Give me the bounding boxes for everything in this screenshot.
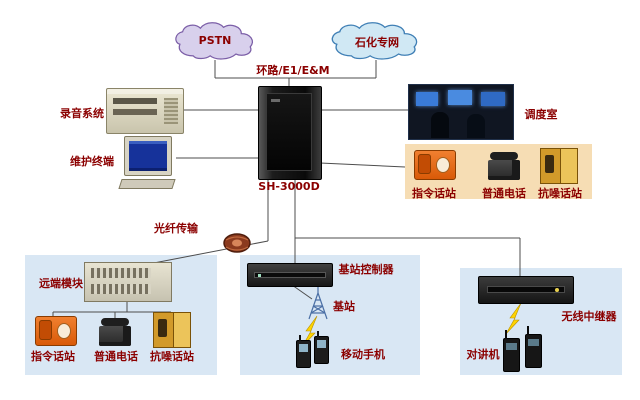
petro-network-label: 石化专网: [355, 36, 399, 49]
ordinary-phone-icon: [99, 318, 131, 346]
mobile-handset-icon: [296, 335, 311, 368]
noise-proof-station-label: 抗噪话站: [150, 350, 194, 363]
base-station-antenna-icon: [308, 281, 328, 320]
mobile-handset-icon: [314, 331, 329, 364]
dispatch-room-label: 调度室: [524, 108, 558, 121]
trunk-label: 环路/E1/E&M: [256, 64, 330, 77]
intercom-label: 对讲机: [466, 348, 500, 361]
recording-system-icon: [106, 88, 184, 134]
ordinary-phone-label: 普通电话: [482, 187, 526, 200]
noise-proof-station-icon: [153, 312, 191, 348]
wireless-repeater-label: 无线中继器: [561, 310, 617, 323]
noise-proof-station-label: 抗噪话站: [538, 187, 582, 200]
lightning-bolt-icon-intercom: [505, 302, 522, 335]
base-station-label: 基站: [333, 300, 355, 313]
dispatch-room-photo: [408, 84, 514, 140]
recording-system-label: 录音系统: [60, 107, 104, 120]
base-station-controller-label: 基站控制器: [338, 263, 394, 276]
fiber-transmission-label: 光纤传输: [154, 222, 198, 235]
ordinary-phone-icon: [488, 152, 520, 180]
remote-module-label: 远端模块: [39, 277, 83, 290]
maintenance-terminal-label: 维护终端: [70, 155, 114, 168]
ordinary-phone-label: 普通电话: [94, 350, 138, 363]
walkie-talkie-icon: [525, 326, 542, 368]
sh3000d-cabinet-icon: [258, 86, 322, 180]
mobile-handset-label: 移动手机: [341, 348, 385, 361]
base-station-controller-icon: [247, 263, 333, 287]
command-station-label: 指令话站: [31, 350, 75, 363]
noise-proof-station-icon: [540, 148, 578, 184]
command-station-icon: [35, 316, 77, 346]
wireless-repeater-icon: [478, 276, 574, 304]
pstn-label: PSTN: [198, 34, 232, 47]
fiber-coil-icon: [223, 233, 251, 253]
remote-module-rack-icon: [84, 262, 172, 302]
cabinet-model-label: SH-3000D: [258, 180, 320, 193]
maintenance-terminal-icon: [118, 136, 176, 190]
command-station-icon: [414, 150, 456, 180]
command-station-label: 指令话站: [412, 187, 456, 200]
walkie-talkie-icon: [503, 330, 520, 372]
